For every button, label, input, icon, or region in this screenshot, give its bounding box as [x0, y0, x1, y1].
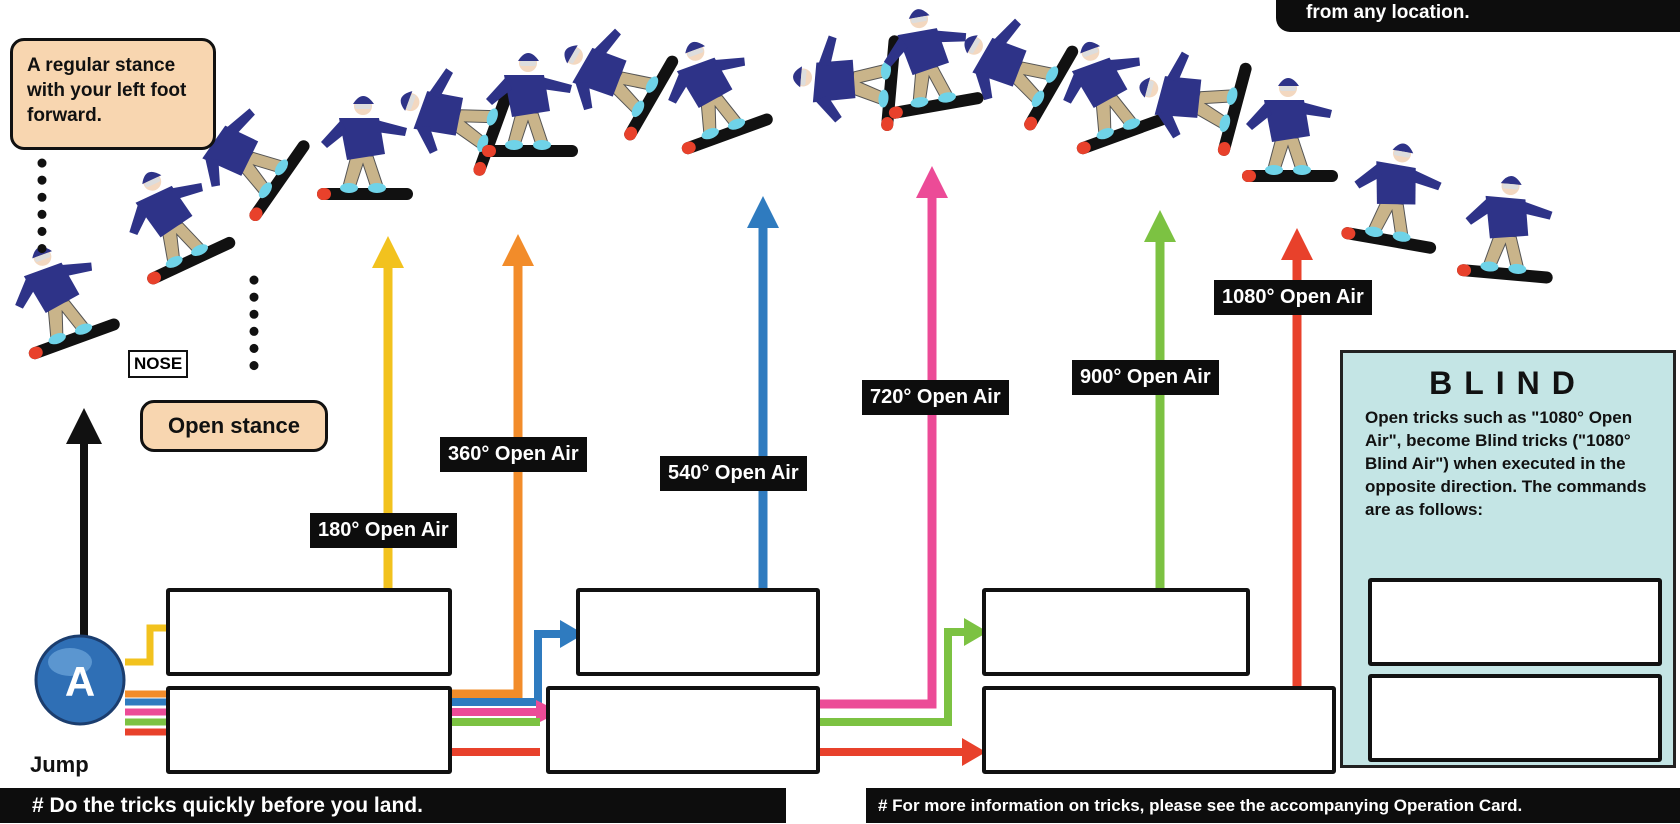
- command-box-180: [166, 588, 452, 676]
- snowboarder-figure: [964, 18, 1079, 131]
- command-box-1080: [982, 686, 1336, 774]
- blind-text: Open tricks such as "1080° Open Air", be…: [1365, 408, 1647, 519]
- command-box-540: [576, 588, 820, 676]
- blind-command-box-2: [1368, 674, 1662, 762]
- command-box-720: [546, 686, 820, 774]
- snowboarder-figure: [564, 28, 679, 141]
- snowboarder-figure: [668, 41, 773, 155]
- command-box-900: [982, 588, 1250, 676]
- top-note: from any location.: [1276, 0, 1680, 32]
- jump-arrow: [66, 408, 102, 660]
- snowboarder-figure: [129, 171, 236, 285]
- trick-label-540: 540° Open Air: [660, 456, 807, 491]
- trick-label-1080: 1080° Open Air: [1214, 280, 1372, 315]
- a-button-label: A: [65, 658, 95, 705]
- regular-stance-text: A regular stance with your left foot for…: [27, 55, 187, 126]
- open-stance-callout: Open stance: [140, 400, 328, 452]
- regular-stance-callout: A regular stance with your left foot for…: [10, 38, 216, 150]
- command-box-360: [166, 686, 452, 774]
- snowboarder-figure: [1457, 176, 1553, 284]
- footer-right-note: # For more information on tricks, please…: [866, 788, 1680, 823]
- command-flow-lines: [125, 166, 1313, 766]
- trick-label-360: 360° Open Air: [440, 437, 587, 472]
- jump-label: Jump: [30, 752, 89, 777]
- trick-label-180: 180° Open Air: [310, 513, 457, 548]
- trick-label-900: 900° Open Air: [1072, 360, 1219, 395]
- snowboarder-figure: [317, 96, 413, 200]
- snowboarder-figure: [1242, 78, 1338, 182]
- a-button-icon: A: [34, 634, 126, 726]
- snowboarder-figure: [1139, 51, 1252, 156]
- footer-left-note: # Do the tricks quickly before you land.: [0, 788, 786, 823]
- nose-label: NOSE: [128, 350, 189, 378]
- blind-command-box-1: [1368, 578, 1662, 666]
- snowboarder-sequence: [15, 9, 1553, 360]
- footer-right-text: # For more information on tricks, please…: [878, 796, 1523, 815]
- top-note-text: from any location.: [1306, 2, 1470, 23]
- dotted-guides: [37, 158, 259, 377]
- snowboarder-figure: [1063, 41, 1168, 155]
- snowboarder-figure: [482, 53, 578, 157]
- snowboarder-figure: [15, 246, 120, 360]
- snowboarder-figure: [883, 9, 984, 119]
- blind-title: BLIND: [1429, 365, 1587, 401]
- footer-left-text: # Do the tricks quickly before you land.: [32, 794, 423, 817]
- trick-label-720: 720° Open Air: [862, 380, 1009, 415]
- snowboarder-figure: [1341, 143, 1442, 254]
- snowboarder-figure: [793, 35, 901, 131]
- snowboarder-figure: [400, 68, 515, 176]
- open-stance-text: Open stance: [167, 413, 301, 438]
